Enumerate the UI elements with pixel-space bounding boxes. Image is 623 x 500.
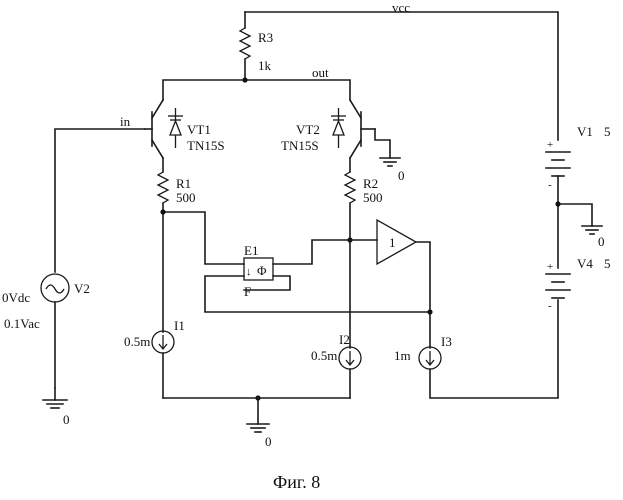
current-source-i1: 0.5m I1 [124, 318, 185, 398]
v4-value: 5 [604, 256, 611, 271]
vt2-model: TN15S [281, 138, 319, 153]
r2-name: R2 [363, 176, 378, 191]
current-source-i2: 0.5m I2 [311, 332, 361, 398]
r2-value: 500 [363, 190, 383, 205]
amplifier: 1 [347, 220, 432, 348]
amp-gain-label: 1 [389, 235, 396, 250]
i3-value: 1m [394, 348, 411, 363]
v2-dc: 0Vdc [2, 290, 30, 305]
vcc-rail: vcc [245, 0, 558, 140]
v1-plus: + [547, 139, 553, 151]
v4-plus: + [547, 261, 553, 273]
resistor-r3: R3 1k [240, 28, 273, 78]
v1-minus: - [548, 179, 552, 191]
net-label-in: in [120, 114, 131, 129]
r3-name: R3 [258, 30, 273, 45]
block-pin-bottom: F [244, 284, 251, 299]
figure-caption: Фиг. 8 [273, 472, 320, 492]
i2-name: I2 [339, 332, 350, 347]
net-label-out: out [312, 65, 329, 80]
r1-value: 500 [176, 190, 196, 205]
i1-value: 0.5m [124, 334, 150, 349]
collector-rail: out [163, 65, 350, 100]
v2-name: V2 [74, 281, 90, 296]
ground-label: 0 [63, 412, 70, 427]
i3-name: I3 [441, 334, 452, 349]
v2-ac: 0.1Vac [4, 316, 40, 331]
vt1-name: VT1 [187, 122, 211, 137]
i2-value: 0.5m [311, 348, 337, 363]
block-pin-top: E1 [244, 243, 258, 258]
v4-minus: - [548, 300, 552, 312]
i1-name: I1 [174, 318, 185, 333]
v4-name: V4 [577, 256, 593, 271]
input-net: in [55, 114, 145, 272]
function-block: ↓ Φ E1 F [160, 209, 430, 312]
current-source-i3: 1m I3 [394, 300, 558, 398]
ground-label: 0 [398, 168, 405, 183]
block-symbol: Φ [257, 263, 267, 278]
battery-v4: + - V4 5 [546, 256, 611, 312]
voltage-source-v2: 0 V2 0Vdc 0.1Vac [2, 274, 90, 427]
vt1-model: TN15S [187, 138, 225, 153]
bottom-rail: 0 [163, 395, 350, 449]
resistor-r1: R1 500 [158, 158, 196, 332]
transistor-vt2: VT2 TN15S [281, 100, 375, 158]
battery-mid-ground: 0 [555, 201, 604, 249]
ground-label: 0 [265, 434, 272, 449]
r1-name: R1 [176, 176, 191, 191]
v1-name: V1 [577, 124, 593, 139]
transistor-vt1: VT1 TN15S [145, 100, 225, 158]
vt2-name: VT2 [296, 122, 320, 137]
block-arrow: ↓ [246, 266, 252, 278]
r3-value: 1k [258, 58, 272, 73]
vt2-base-ground: 0 [375, 129, 405, 183]
v1-value: 5 [604, 124, 611, 139]
ground-label: 0 [598, 234, 605, 249]
net-label-vcc: vcc [392, 0, 410, 15]
